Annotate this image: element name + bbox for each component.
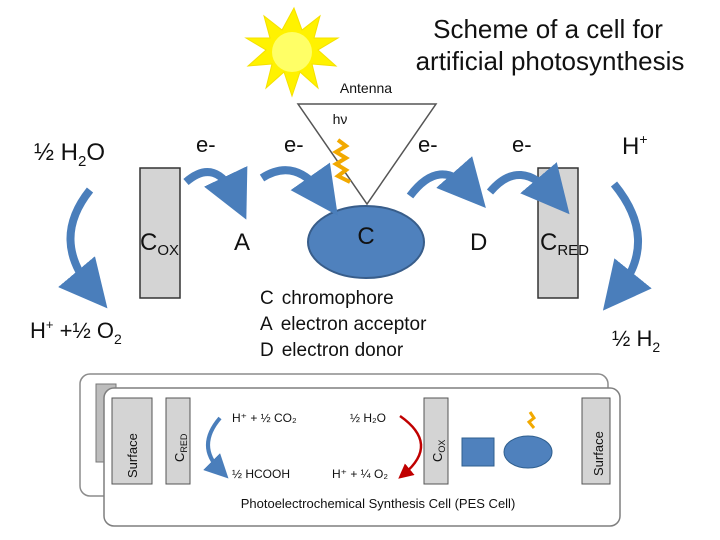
antenna-label: Antenna	[340, 80, 392, 96]
arrow-d-to-cred	[486, 162, 570, 215]
pes-co2-reduction-arrow	[203, 416, 229, 479]
pes-surface-left-label: Surface	[125, 433, 140, 478]
sun-icon	[244, 6, 340, 98]
pes-chromophore-ellipse	[503, 435, 553, 469]
pes-surface-left	[111, 397, 153, 485]
hydrogen-right-label: ½ H2	[612, 326, 660, 355]
cox-label: COX	[140, 229, 179, 259]
pes-cox-label: COX	[430, 440, 447, 462]
pes-water-oxidation-arrow	[398, 414, 423, 479]
acceptor-label: A	[234, 229, 250, 256]
pes-front-panel	[103, 387, 621, 527]
antenna-triangle	[296, 103, 438, 206]
title-line-1: Scheme of a cell for	[433, 14, 663, 44]
pes-surface-right	[581, 397, 611, 485]
arrow-c-to-d	[406, 156, 486, 208]
cred-label: CRED	[540, 229, 589, 259]
water-left-label: ½ H2O	[34, 139, 105, 170]
electron-label-2: e-	[284, 132, 304, 157]
proton-right-label: H+	[622, 131, 648, 160]
donor-label: D	[470, 229, 487, 256]
oxygen-left-label: H+ +½ O2	[30, 317, 122, 347]
chromophore-ellipse	[307, 205, 425, 279]
pes-acceptor-square	[461, 437, 495, 467]
hv-label: hν	[333, 111, 348, 127]
pes-cred-label: CRED	[172, 433, 189, 462]
pes-light-icon	[526, 411, 537, 429]
arrow-water-oxidation	[58, 187, 108, 309]
electron-label-1: e-	[196, 132, 216, 157]
pes-hcooh-text: ½ HCOOH	[232, 467, 290, 481]
electron-flow-arrows	[58, 156, 652, 311]
chromophore-label: C	[357, 223, 374, 250]
electron-label-3: e-	[418, 132, 438, 157]
arrow-proton-reduction	[602, 181, 652, 311]
electron-label-4: e-	[512, 132, 532, 157]
pes-caption: Photoelectrochemical Synthesis Cell (PES…	[241, 496, 516, 511]
electrode-cox	[139, 167, 181, 299]
title-line-2: artificial photosynthesis	[416, 46, 685, 76]
pes-h2o-text: ½ H₂O	[350, 411, 386, 425]
pes-o2-text: H⁺ + ¼ O₂	[332, 467, 388, 481]
light-squiggle-icon	[332, 138, 351, 184]
arrow-a-to-c	[259, 162, 338, 216]
pes-co2-text: H⁺ + ½ CO₂	[232, 411, 297, 425]
pes-cox-electrode	[423, 397, 449, 485]
pes-cred-electrode	[165, 397, 191, 485]
pes-surface-right-label: Surface	[591, 431, 606, 476]
arrow-cox-to-a	[183, 166, 248, 220]
pes-cell-inset: Surface CRED COX Surface H⁺ + ½ CO₂ ½ H₂…	[79, 373, 621, 527]
